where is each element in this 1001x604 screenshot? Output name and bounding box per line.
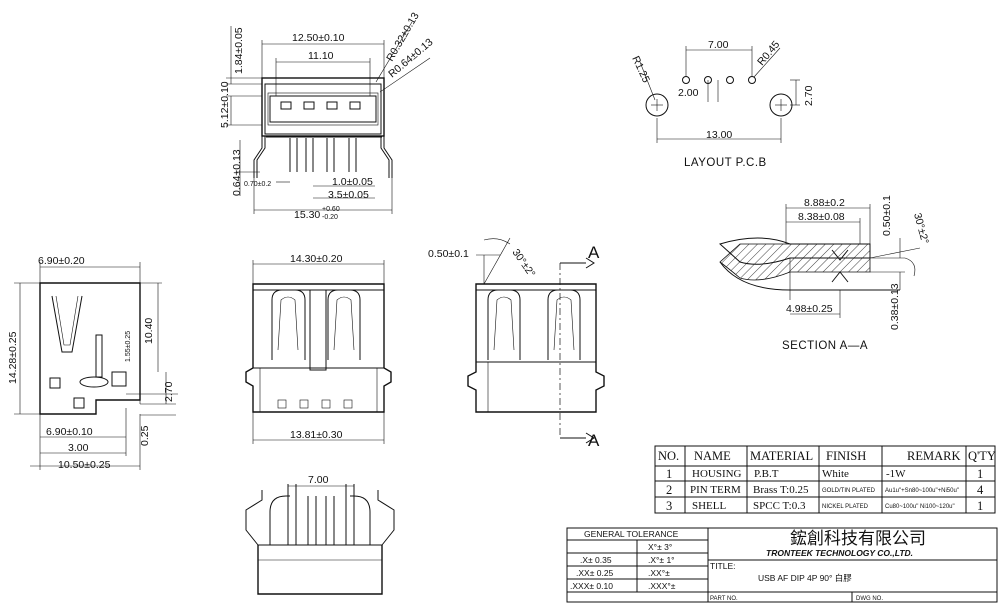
- dim-side-pcb: 2.70: [163, 381, 175, 402]
- bom-row3-remark: Cu80~100u" Ni100~120u": [885, 504, 955, 510]
- section-view: 8.88±0.2 8.38±0.08 0.50±0.1 30°±2° 4.98±…: [719, 195, 931, 352]
- front-view: 14.30±0.20 13.81±0.30: [245, 253, 392, 444]
- dim-side-base: 6.90±0.10: [46, 426, 93, 438]
- bom-row3-name: SHELL: [692, 500, 727, 512]
- dim-pcb-offset: 2.70: [803, 85, 815, 106]
- tolerance-row4-left: .XXX± 0.10: [570, 581, 613, 591]
- tolerance-row3-right: .XX°±: [648, 568, 670, 578]
- dim-side-pin: 3.00: [68, 442, 89, 454]
- dim-top-inner: 11.10: [308, 50, 334, 62]
- dim-pcb-r-small: R0.45: [755, 39, 782, 68]
- dim-pcb-width: 13.00: [706, 129, 732, 141]
- bom-row2-remark: Au1u"+Sn80~100u"+Ni50u": [885, 488, 959, 494]
- tolerance-title: GENERAL TOLERANCE: [584, 529, 679, 539]
- tolerance-row2-left: .X± 0.35: [580, 555, 612, 565]
- top-view: 12.50±0.10 11.10 R0.32±0.13 R0.64±0.13 1…: [219, 10, 436, 221]
- title-value: USB AF DIP 4P 90° 白膠: [758, 573, 852, 583]
- bom-row2-material: Brass T:0.25: [753, 484, 809, 496]
- title-label: TITLE:: [710, 561, 736, 571]
- dim-top-opening: 5.12±0.10: [219, 81, 231, 128]
- bom-row1-name: HOUSING: [692, 468, 742, 480]
- dim-side-total: 10.50±0.25: [58, 459, 111, 471]
- bom-row3-no: 3: [666, 499, 672, 513]
- tolerance-row4-right: .XXX°±: [648, 581, 676, 591]
- dim-top-overall-plus: +0.60: [322, 206, 340, 213]
- dim-section-gap: 0.38±0.13: [889, 283, 901, 330]
- bom-row3-finish: NICKEL PLATED: [822, 504, 869, 510]
- bottom-view: 7.00: [245, 474, 395, 595]
- dim-top-overall-minus: -0.20: [322, 214, 338, 221]
- dim-side-height: 14.28±0.25: [7, 331, 19, 384]
- bom-header-no: NO.: [658, 449, 679, 463]
- dim-top-pitch-b: 3.5±0.05: [328, 189, 369, 201]
- title-block: GENERAL TOLERANCE X°± 3° .X± 0.35 .X°± 1…: [566, 527, 998, 603]
- bom-row1-no: 1: [666, 467, 672, 481]
- dim-side-small: 1.55±0.25: [125, 331, 132, 362]
- company-name-en: TRONTEEK TECHNOLOGY CO.,LTD.: [766, 548, 913, 558]
- dim-pcb-r-big: R1.25: [629, 54, 652, 85]
- dim-top-width: 12.50±0.10: [292, 32, 345, 44]
- bom-row3-material: SPCC T:0.3: [753, 500, 806, 512]
- bom-row2-name: PIN TERM: [690, 484, 741, 496]
- bom-row1-material: P.B.T: [754, 468, 779, 480]
- label-section: SECTION A—A: [782, 340, 868, 352]
- part-no-label: PART NO.: [710, 596, 738, 602]
- dim-top-pitch-a: 1.0±0.05: [332, 176, 373, 188]
- bom-row1-finish: White: [822, 468, 849, 480]
- bom-header-remark: REMARK: [907, 449, 960, 463]
- dim-pcb-pin-pitch: 2.00: [678, 87, 699, 99]
- bom-row1-remark: -1W: [886, 468, 906, 480]
- dim-pcb-pitch: 7.00: [708, 39, 729, 51]
- tolerance-row2-right: .X°± 1°: [648, 555, 675, 565]
- tolerance-row3-left: .XX± 0.25: [576, 568, 614, 578]
- section-mark-bottom: A: [588, 431, 600, 450]
- company-name-cn: 鋐創科技有限公司: [790, 529, 926, 548]
- pcb-layout: 7.00 R1.25 R0.45 2.00 2.70 13.00 LAYOUT …: [629, 39, 815, 169]
- bom-header-qty: Q'TY: [968, 449, 996, 463]
- dim-top-height: 1.84±0.05: [233, 27, 245, 74]
- dim-section-w1: 8.88±0.2: [804, 197, 845, 209]
- section-mark-top: A: [588, 243, 600, 262]
- bom-header-name: NAME: [694, 449, 731, 463]
- dim-top-pin-w: 0.70±0.2: [244, 181, 271, 188]
- tolerance-row1-right: X°± 3°: [648, 542, 672, 552]
- dim-section-pin: 4.98±0.25: [786, 303, 833, 315]
- dim-top-pin-len: 0.64±0.13: [231, 149, 243, 196]
- dim-side-inner: 10.40: [143, 318, 155, 344]
- dim-front-bottom: 13.81±0.30: [290, 429, 343, 441]
- dim-front-width: 14.30±0.20: [290, 253, 343, 265]
- bom-row3-qty: 1: [977, 499, 983, 513]
- bom-row2-no: 2: [666, 483, 672, 497]
- dim-top-overall: 15.30: [294, 209, 320, 221]
- bom-row2-qty: 4: [977, 483, 984, 497]
- bom-header-material: MATERIAL: [750, 449, 813, 463]
- dim-bottom-pitch: 7.00: [308, 474, 329, 486]
- dim-section-w2: 8.38±0.08: [798, 211, 845, 223]
- label-layout-pcb: LAYOUT P.C.B: [684, 157, 767, 169]
- bom-header-finish: FINISH: [826, 449, 866, 463]
- bom-row2-finish: GOLD/TIN PLATED: [822, 488, 876, 494]
- dwg-no-label: DWG NO.: [856, 596, 883, 602]
- dim-section-angle: 30°±2°: [911, 212, 931, 246]
- dim-front-angle: 30°±2°: [510, 247, 538, 280]
- side-view: 6.90±0.20 14.28±0.25 10.40 1.55±0.25 2.7…: [7, 255, 178, 471]
- rear-view: 0.50±0.1 30°±2° A A: [428, 237, 605, 450]
- bom-table: NO. NAME MATERIAL FINISH REMARK Q'TY 1 H…: [654, 445, 996, 514]
- dim-side-top: 6.90±0.20: [38, 255, 85, 267]
- dim-side-gap: 0.25: [139, 425, 151, 446]
- dim-section-t: 0.50±0.1: [881, 195, 893, 236]
- dim-front-flange: 0.50±0.1: [428, 248, 469, 260]
- bom-row1-qty: 1: [977, 467, 983, 481]
